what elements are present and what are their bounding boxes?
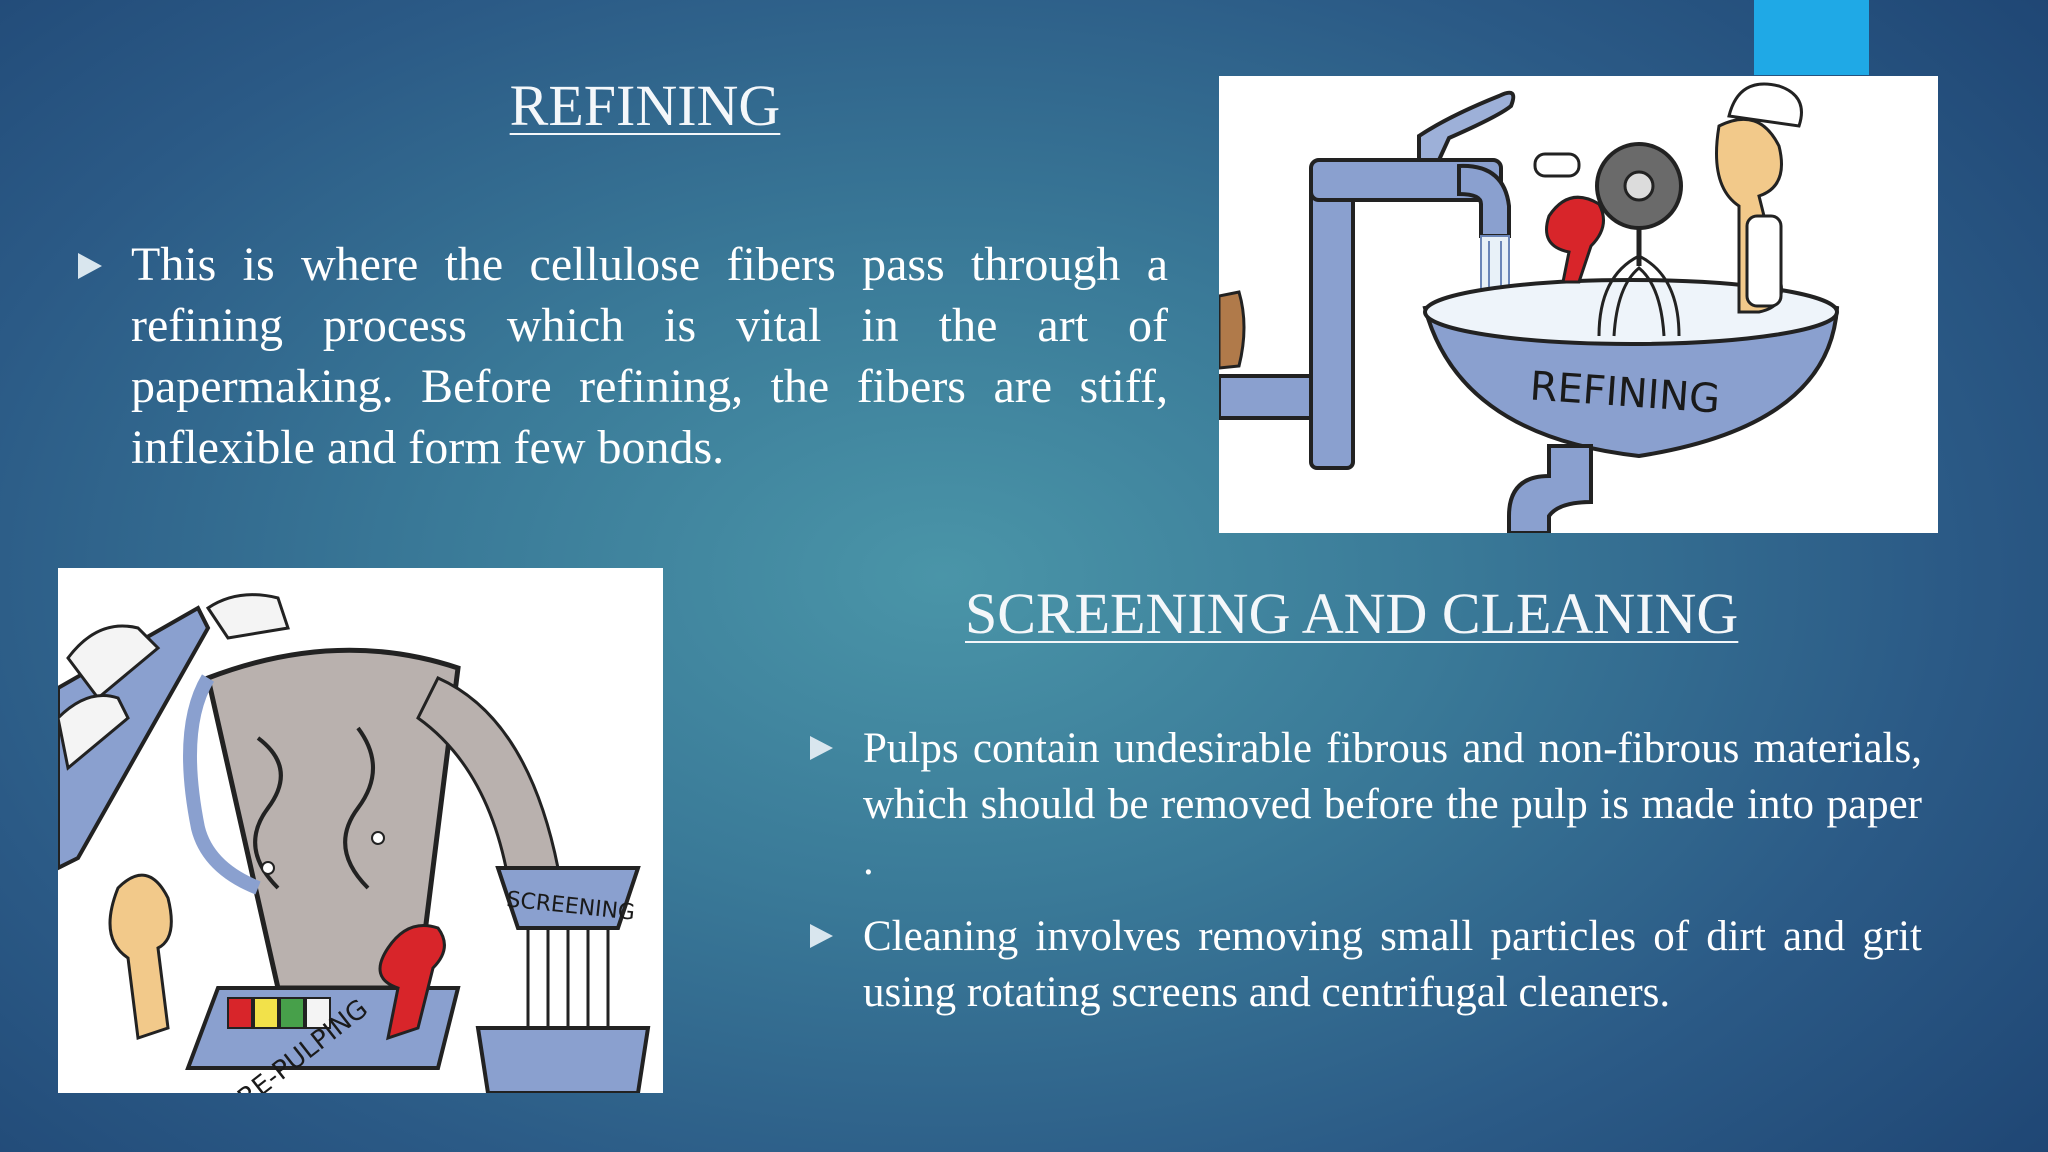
refining-illustration: REFINING (1219, 76, 1938, 533)
screening-bullet-list: Pulps contain undesirable fibrous and no… (810, 721, 1922, 1041)
screening-bullet-text: Pulps contain undesirable fibrous and no… (863, 725, 1922, 884)
repulping-illustration-graphic: RE-PULPING SCREENING (58, 593, 651, 1093)
refining-bullet-text: This is where the cellulose fibers pass … (131, 238, 1168, 474)
refining-illustration-graphic: REFINING (1219, 82, 1840, 533)
refining-bullet-list: This is where the cellulose fibers pass … (78, 234, 1168, 478)
screening-bullet-text: Cleaning involves removing small particl… (863, 913, 1922, 1016)
triangle-right-icon (810, 924, 833, 948)
accent-bar (1754, 0, 1869, 75)
screening-heading: SCREENING AND CLEANING (965, 581, 1739, 646)
screening-bullet-item: Pulps contain undesirable fibrous and no… (810, 721, 1922, 889)
refining-heading: REFINING (509, 73, 781, 138)
triangle-right-icon (78, 253, 102, 279)
triangle-right-icon (810, 736, 833, 760)
screening-bullet-item: Cleaning involves removing small particl… (810, 909, 1922, 1021)
refining-bullet-item: This is where the cellulose fibers pass … (78, 234, 1168, 478)
repulping-illustration: RE-PULPING SCREENING (58, 568, 663, 1093)
